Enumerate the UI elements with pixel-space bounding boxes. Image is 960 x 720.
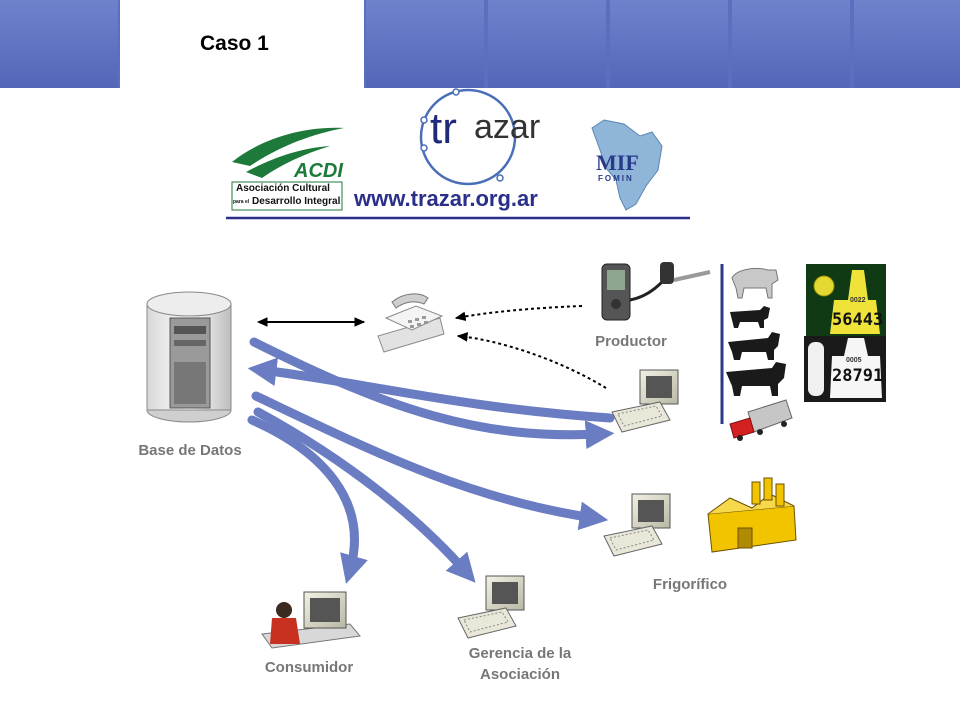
gerencia-pc-icon bbox=[457, 575, 525, 639]
header-cell bbox=[732, 0, 850, 88]
tag2-number: 28791 bbox=[832, 366, 884, 386]
arrow-db-to-gerencia bbox=[253, 407, 476, 583]
producer-pc-icon bbox=[611, 369, 679, 433]
frigorifico-pc-icon bbox=[603, 493, 671, 557]
ear-tag-white bbox=[804, 336, 886, 402]
handheld-device-icon bbox=[601, 262, 711, 321]
trazar-name-t: tr bbox=[430, 104, 457, 153]
factory-icon bbox=[707, 477, 797, 553]
arrow-db-to-frigorifico bbox=[251, 391, 609, 531]
arrow-producer-to-db bbox=[247, 357, 615, 423]
label-consumer: Consumidor bbox=[264, 659, 354, 676]
label-management-line2: Asociación bbox=[479, 666, 561, 683]
title-box bbox=[120, 0, 364, 88]
consumer-pc-icon bbox=[261, 591, 361, 649]
mif-logo bbox=[591, 119, 663, 211]
dotted-arrow-pc-phone bbox=[456, 332, 607, 389]
dotted-arrow-handheld-phone bbox=[454, 305, 583, 322]
acdi-line2-small: para el bbox=[233, 199, 250, 205]
label-producer: Productor bbox=[595, 333, 667, 350]
tag2-small: 0005 bbox=[846, 357, 862, 364]
header-band bbox=[0, 0, 960, 88]
arrow-db-to-producer bbox=[249, 337, 615, 450]
acdi-logo bbox=[226, 127, 690, 220]
ear-tag-green bbox=[806, 264, 886, 338]
header-cell bbox=[854, 0, 960, 88]
telephone-icon bbox=[377, 293, 445, 353]
label-management-line1: Gerencia de la bbox=[468, 645, 572, 662]
header-cell bbox=[488, 0, 606, 88]
label-database: Base de Datos bbox=[138, 442, 242, 459]
header-cell bbox=[610, 0, 728, 88]
header-cell bbox=[366, 0, 484, 88]
acdi-line2: Desarrollo Integral bbox=[252, 196, 341, 207]
header-cell bbox=[0, 0, 118, 88]
mif-sub: FOMIN bbox=[598, 174, 634, 183]
acdi-name: ACDI bbox=[294, 160, 343, 182]
acdi-line1: Asociación Cultural bbox=[236, 183, 330, 194]
trazar-logo bbox=[419, 88, 517, 186]
trazar-name-rest: azar bbox=[474, 108, 541, 146]
truck-icon bbox=[729, 399, 793, 441]
arrow-db-to-consumidor bbox=[247, 415, 368, 584]
label-frigorifico: Frigorífico bbox=[652, 576, 728, 593]
tag1-small: 0022 bbox=[850, 297, 866, 304]
cattle-icons bbox=[726, 267, 786, 396]
tag1-number: 56443 bbox=[832, 310, 884, 330]
database-server-icon bbox=[146, 291, 232, 423]
trazar-url: www.trazar.org.ar bbox=[354, 186, 538, 211]
slide-title: Caso 1 bbox=[200, 32, 269, 55]
mif-name: MIF bbox=[596, 150, 639, 175]
